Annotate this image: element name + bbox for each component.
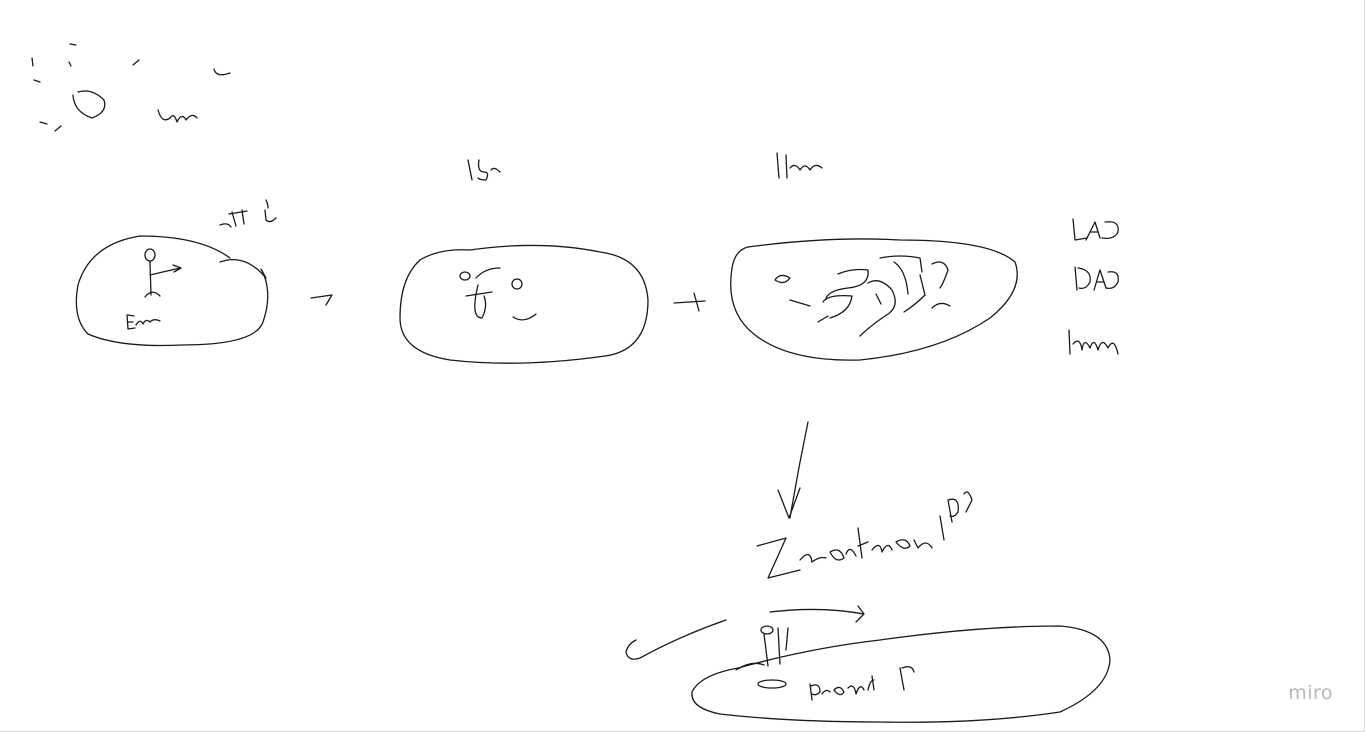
miro-watermark: miro [1288, 682, 1333, 704]
arrow-2-sketch [673, 292, 706, 312]
blob-earth-sketch [75, 199, 277, 347]
arrow-1-sketch [310, 294, 333, 306]
handwritten-caption-sketch [756, 491, 973, 579]
scribble-stars-group [31, 43, 231, 132]
blob-bottom-sketch [625, 605, 1111, 723]
blob-3-sketch [730, 152, 1018, 361]
handwritten-labels-right [1068, 218, 1119, 355]
arrow-down-sketch [777, 421, 809, 519]
blob-2-sketch [399, 159, 649, 364]
